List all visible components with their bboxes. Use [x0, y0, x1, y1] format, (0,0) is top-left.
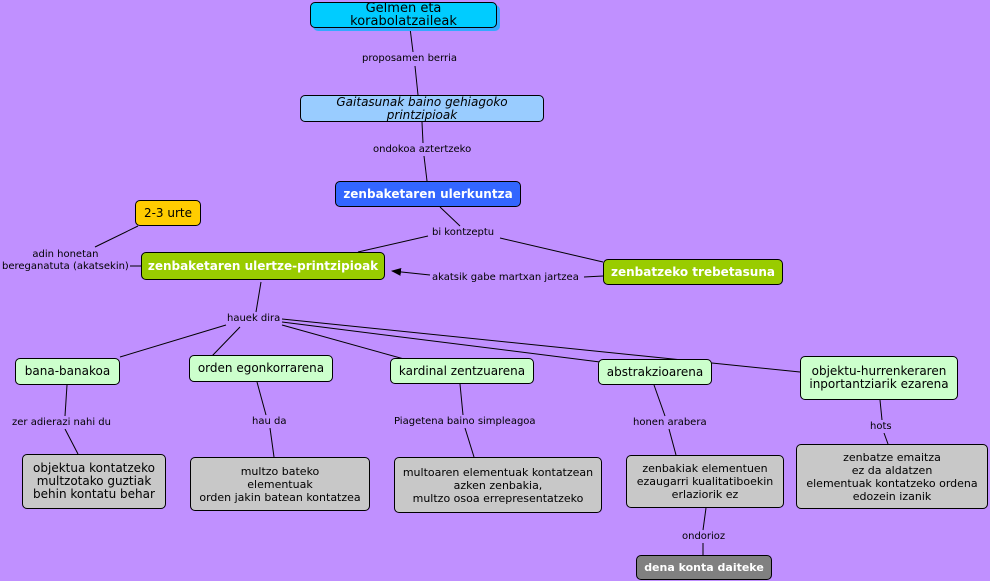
- node-ulerkuntza[interactable]: zenbaketaren ulerkuntza: [335, 181, 521, 207]
- link-label-bi: bi kontzeptu: [432, 227, 495, 239]
- node-bana-desc[interactable]: objektua kontatzeko multzotako guztiak b…: [22, 454, 166, 509]
- node-orden[interactable]: orden egonkorrarena: [189, 355, 333, 382]
- link-label-zer: zer adierazi nahi du: [12, 417, 111, 429]
- link-label-adin: adin honetan bereganatuta (akatsekin): [2, 249, 129, 273]
- node-bana[interactable]: bana-banakoa: [15, 358, 120, 385]
- link-label-ondokoa: ondokoa aztertzeko: [373, 144, 472, 156]
- link-label-akatsik: akatsik gabe martxan jartzea: [432, 272, 579, 284]
- link-label-hots: hots: [870, 421, 892, 433]
- link-label-proposamen: proposamen berria: [362, 53, 458, 65]
- node-printzipioak[interactable]: zenbaketaren ulertze-printzipioak: [141, 252, 385, 280]
- node-abstrakzio-desc[interactable]: zenbakiak elementuen ezaugarri kualitati…: [626, 455, 784, 508]
- node-kardinal-desc[interactable]: multoaren elementuak kontatzean azken ze…: [394, 457, 602, 513]
- node-objektu-desc[interactable]: zenbatze emaitza ez da aldatzen elementu…: [796, 444, 988, 509]
- node-gaitasunak[interactable]: Gaitasunak baino gehiagoko printzipioak: [300, 95, 544, 122]
- node-orden-desc[interactable]: multzo bateko elementuak orden jakin bat…: [190, 457, 370, 511]
- link-label-hau: hau da: [252, 416, 287, 428]
- link-label-piagetena: Piagetena baino simpleagoa: [394, 416, 536, 428]
- node-trebetasuna[interactable]: zenbatzeko trebetasuna: [603, 259, 783, 285]
- node-kardinal[interactable]: kardinal zentzuarena: [390, 358, 534, 384]
- node-urte[interactable]: 2-3 urte: [135, 200, 201, 226]
- link-label-honen: honen arabera: [633, 417, 707, 429]
- link-label-hauek: hauek dira: [227, 313, 281, 325]
- node-gelmen[interactable]: Gelmen eta korabolatzaileak: [310, 2, 497, 28]
- node-dena[interactable]: dena konta daiteke: [636, 555, 772, 580]
- link-label-ondorioz: ondorioz: [682, 531, 726, 543]
- node-abstrakzio[interactable]: abstrakzioarena: [598, 359, 712, 385]
- node-objektu[interactable]: objektu-hurrenkeraren inportantziarik ez…: [800, 356, 958, 400]
